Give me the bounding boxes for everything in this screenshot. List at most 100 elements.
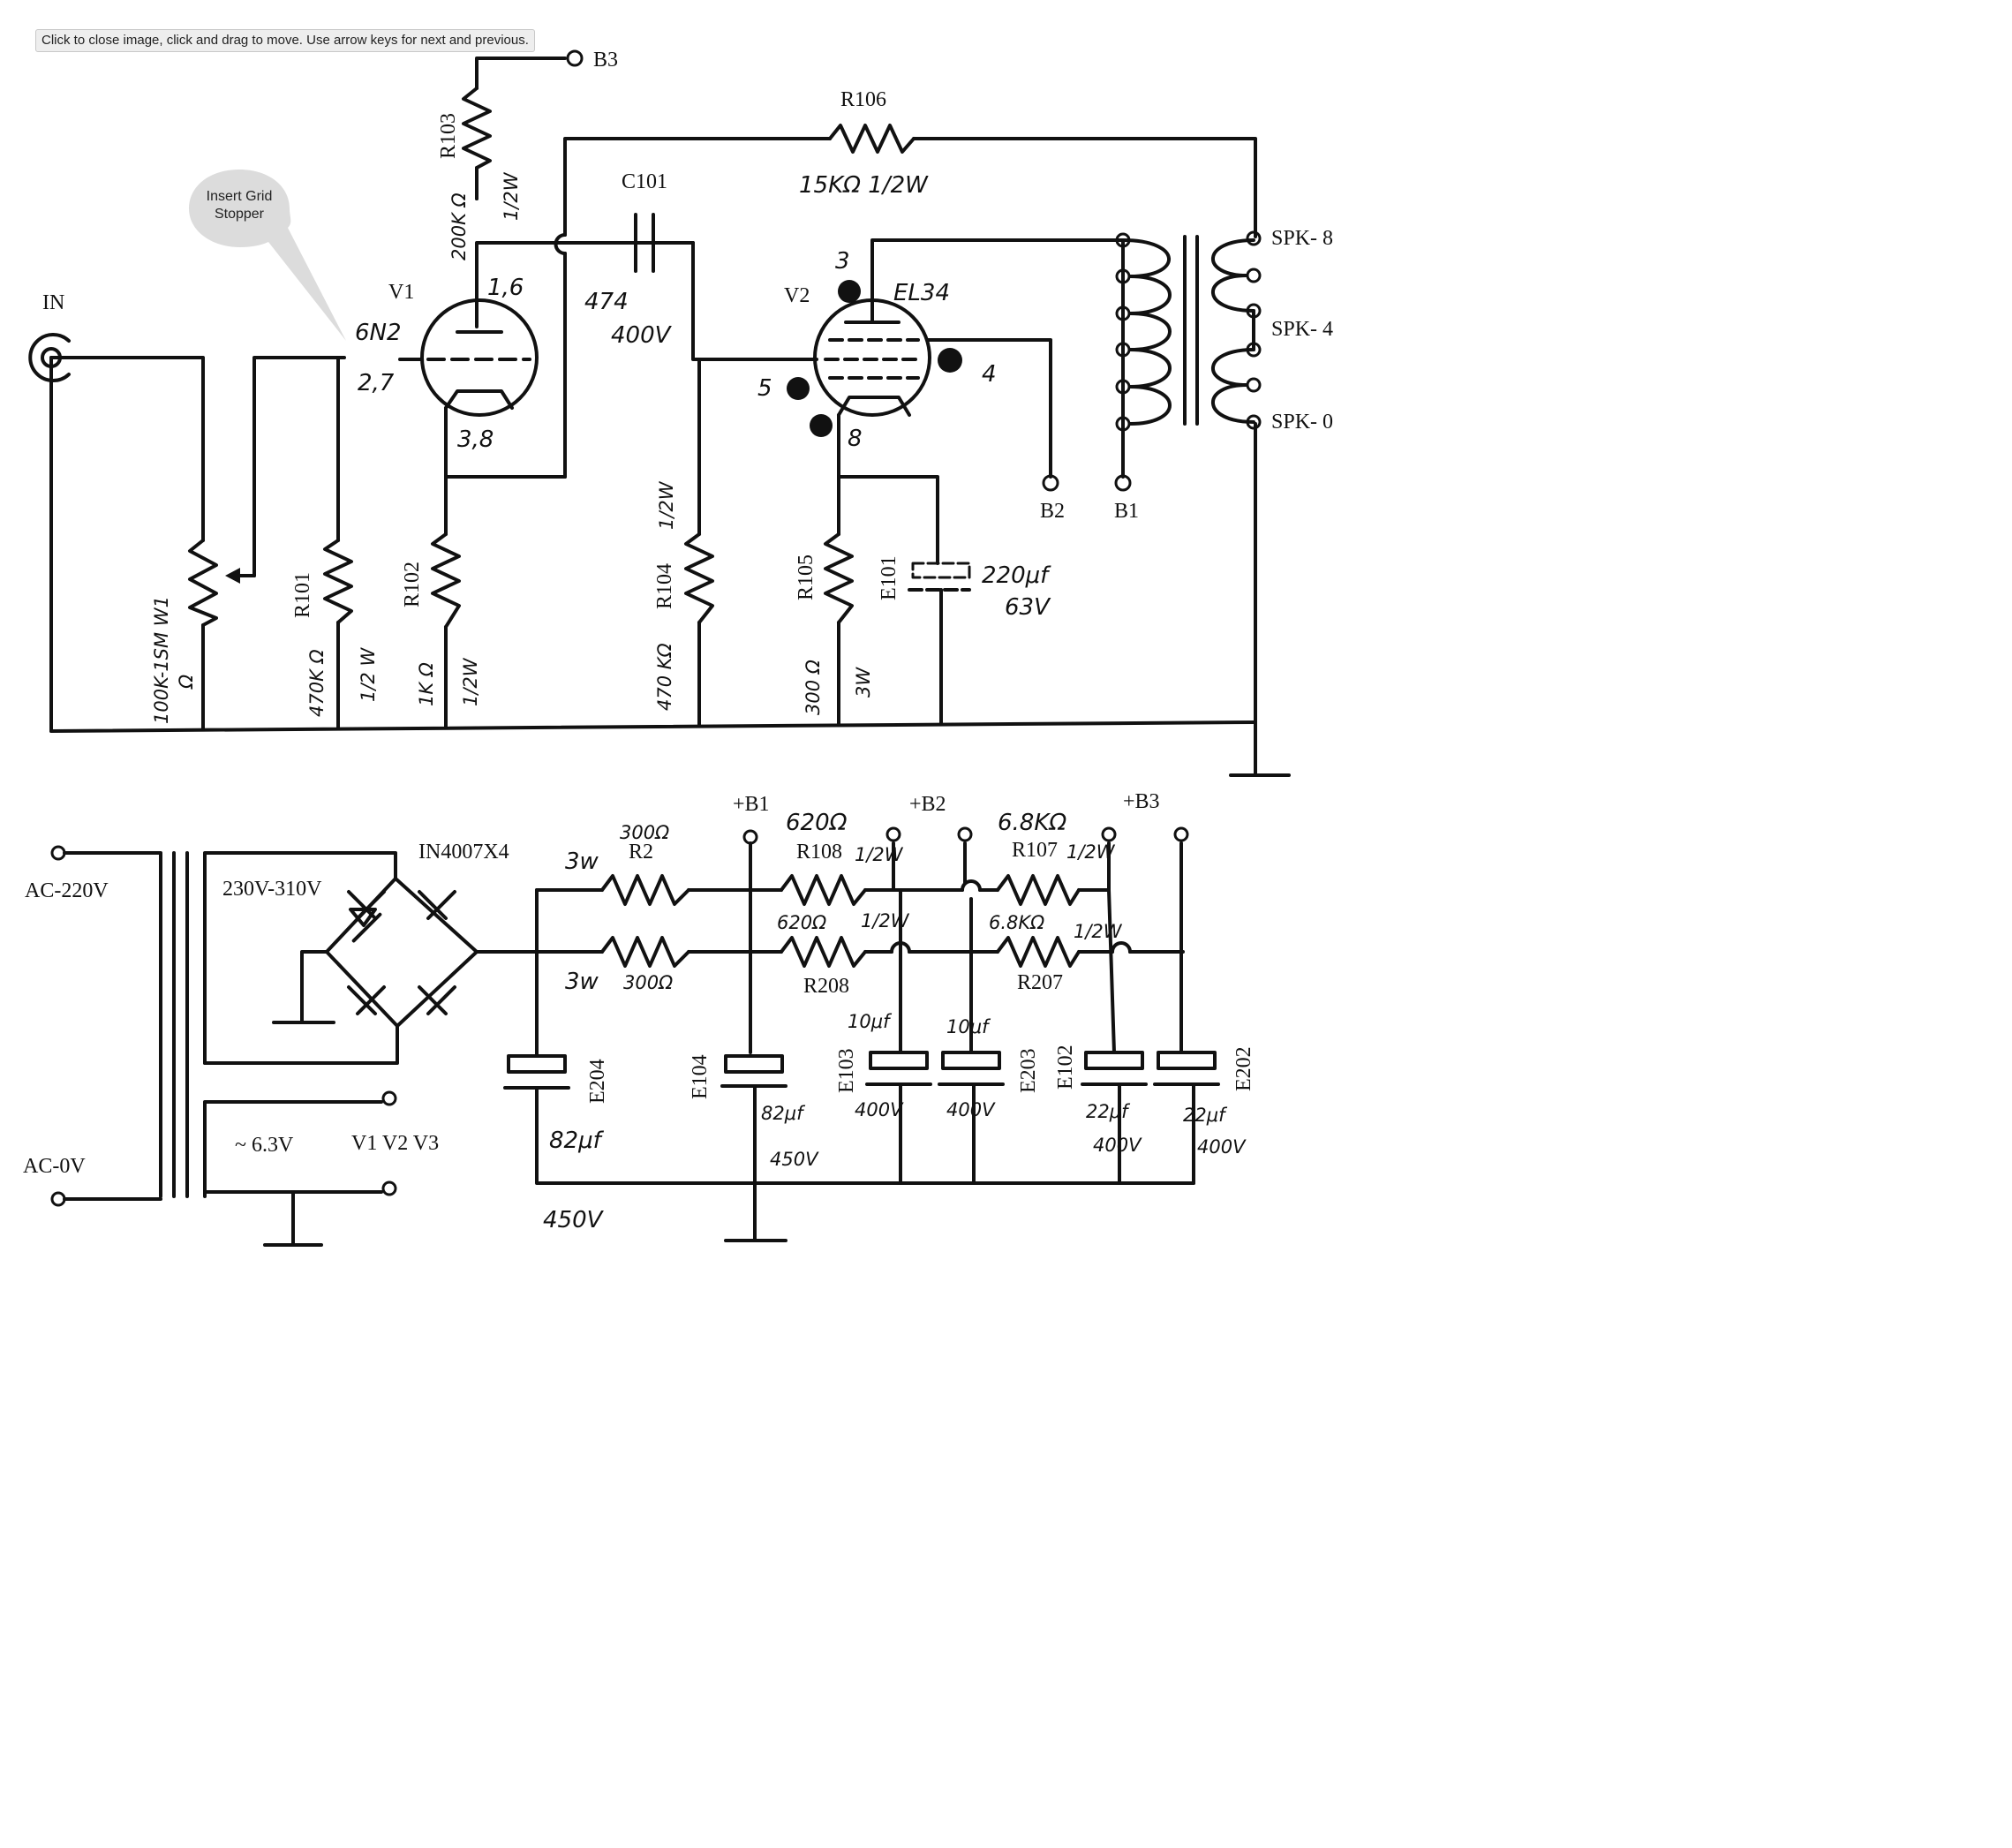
- power-r101: 1/2 W: [358, 647, 379, 702]
- pin-v2-5: 5: [757, 375, 772, 402]
- type-v1: 6N2: [355, 320, 402, 346]
- label-r105: R105: [795, 554, 818, 600]
- power-r208: 1/2W: [861, 910, 910, 932]
- terminal-b3[interactable]: [566, 49, 584, 67]
- resistor-r101: [323, 539, 353, 624]
- value-e203: 10μf: [946, 1016, 991, 1037]
- label-spk4: SPK- 4: [1271, 318, 1333, 341]
- label-r103: R103: [437, 113, 460, 159]
- bridge-rectifier[interactable]: [272, 877, 479, 1028]
- label-e102: E102: [1054, 1045, 1077, 1090]
- label-b1: B1: [1114, 500, 1139, 523]
- callout-line-1: Insert Grid: [206, 189, 273, 204]
- value-r208: 620Ω: [777, 912, 826, 933]
- voltage-e103: 400V: [855, 1099, 904, 1120]
- label-sec-heater: ~ 6.3V: [235, 1134, 294, 1157]
- pin-v2-3: 3: [835, 248, 850, 275]
- label-e103: E103: [835, 1048, 858, 1093]
- callout-line-2: Stopper: [214, 207, 265, 222]
- pins-v1-plate: 1,6: [487, 275, 524, 301]
- voltage-e104: 450V: [770, 1149, 819, 1170]
- psu-capacitors: [503, 1051, 1220, 1090]
- unit-w1: Ω: [176, 675, 197, 690]
- psu-wiring: [475, 841, 1195, 1242]
- viewer-hint-tooltip: Click to close image, click and drag to …: [35, 29, 535, 52]
- value-w1: 100K-1SM W1: [151, 596, 172, 724]
- value-e102: 22μf: [1086, 1101, 1131, 1122]
- pins-v1-grid: 2,7: [358, 370, 395, 396]
- voltage-e202: 400V: [1197, 1136, 1247, 1158]
- label-e104: E104: [689, 1054, 712, 1099]
- power-r107: 1/2W: [1066, 841, 1116, 863]
- resistor-r103: [462, 87, 492, 200]
- power-r207: 1/2W: [1074, 921, 1123, 942]
- resistor-r105: [824, 532, 854, 624]
- voltage-e203: 400V: [946, 1099, 996, 1120]
- label-r106: R106: [840, 88, 886, 111]
- label-plus-b3: +B3: [1123, 790, 1160, 813]
- label-r107: R107: [1012, 839, 1058, 862]
- voltage-e102: 400V: [1093, 1135, 1142, 1156]
- label-r104: R104: [653, 563, 676, 609]
- voltage-e204: 450V: [543, 1207, 605, 1233]
- pin-v2-4: 4: [982, 361, 997, 388]
- volume-potentiometer-w1[interactable]: [188, 539, 256, 627]
- resistor-r104: [684, 532, 714, 624]
- power-r104: 1/2W: [656, 480, 677, 530]
- label-ac0: AC-0V: [23, 1155, 86, 1178]
- value-e104: 82μf: [761, 1103, 806, 1124]
- power-r102: 1/2W: [460, 657, 481, 706]
- label-bridge: IN4007X4: [418, 841, 509, 864]
- power-r103: 1/2W: [501, 171, 522, 221]
- value-r101: 470K Ω: [306, 649, 328, 717]
- label-sec-hv: 230V-310V: [222, 878, 322, 901]
- output-transformer[interactable]: [1115, 230, 1262, 432]
- callout-bubble-shape: [189, 170, 346, 341]
- capacitor-c101: [634, 213, 655, 273]
- label-ac220: AC-220V: [25, 879, 109, 902]
- value-e204: 82μf: [549, 1128, 605, 1154]
- value-r107: 6.8KΩ: [998, 810, 1066, 836]
- viewer-hint-text: Click to close image, click and drag to …: [41, 33, 529, 48]
- power-r-lower-left: 3w: [565, 969, 599, 995]
- label-e202: E202: [1232, 1046, 1255, 1091]
- value-r108: 620Ω: [786, 810, 848, 836]
- value-e101: 220μf: [982, 562, 1051, 589]
- psu-resistors: [600, 874, 1081, 968]
- pin-v2-8: 8: [848, 426, 863, 452]
- power-transformer[interactable]: [50, 845, 399, 1247]
- label-r207: R207: [1017, 971, 1063, 994]
- terminal-b2[interactable]: [1042, 474, 1059, 492]
- voltage-e101: 63V: [1005, 594, 1051, 621]
- capacitor-e101: [908, 562, 971, 592]
- resistor-r102: [431, 532, 461, 629]
- psu-terminals[interactable]: [742, 826, 1189, 845]
- value-r102: 1K Ω: [416, 662, 437, 706]
- label-v1: V1: [388, 281, 414, 304]
- label-spk8: SPK- 8: [1271, 227, 1333, 250]
- value-r-lower-left: 300Ω: [623, 972, 673, 993]
- value-r2: 300Ω: [620, 822, 669, 843]
- tube-v2[interactable]: [787, 280, 962, 437]
- label-input: IN: [42, 291, 64, 314]
- label-r208: R208: [803, 975, 849, 998]
- value-r105: 300 Ω: [803, 660, 824, 715]
- value-r104: 470 KΩ: [654, 643, 675, 711]
- value-e103: 10μf: [848, 1011, 893, 1032]
- pins-v1-cathode: 3,8: [457, 426, 494, 453]
- label-e204: E204: [586, 1059, 609, 1104]
- label-v2: V2: [784, 284, 810, 307]
- value-r103: 200K Ω: [448, 192, 470, 260]
- amplifier-schematic[interactable]: IN B3 R106 15KΩ 1/2W C101 474 400V R103 …: [0, 0, 1384, 1271]
- power-r2: 3w: [565, 849, 599, 875]
- tube-v1[interactable]: [420, 298, 539, 417]
- value-c101: 474: [584, 289, 629, 315]
- label-r108: R108: [796, 841, 842, 864]
- input-jack[interactable]: [28, 333, 71, 382]
- value-e202: 22μf: [1183, 1105, 1228, 1126]
- label-r101: R101: [291, 572, 314, 618]
- terminal-b1[interactable]: [1114, 474, 1132, 492]
- callout-text: Insert Grid Stopper: [189, 188, 290, 223]
- label-r102: R102: [401, 562, 424, 607]
- label-e203: E203: [1017, 1048, 1040, 1093]
